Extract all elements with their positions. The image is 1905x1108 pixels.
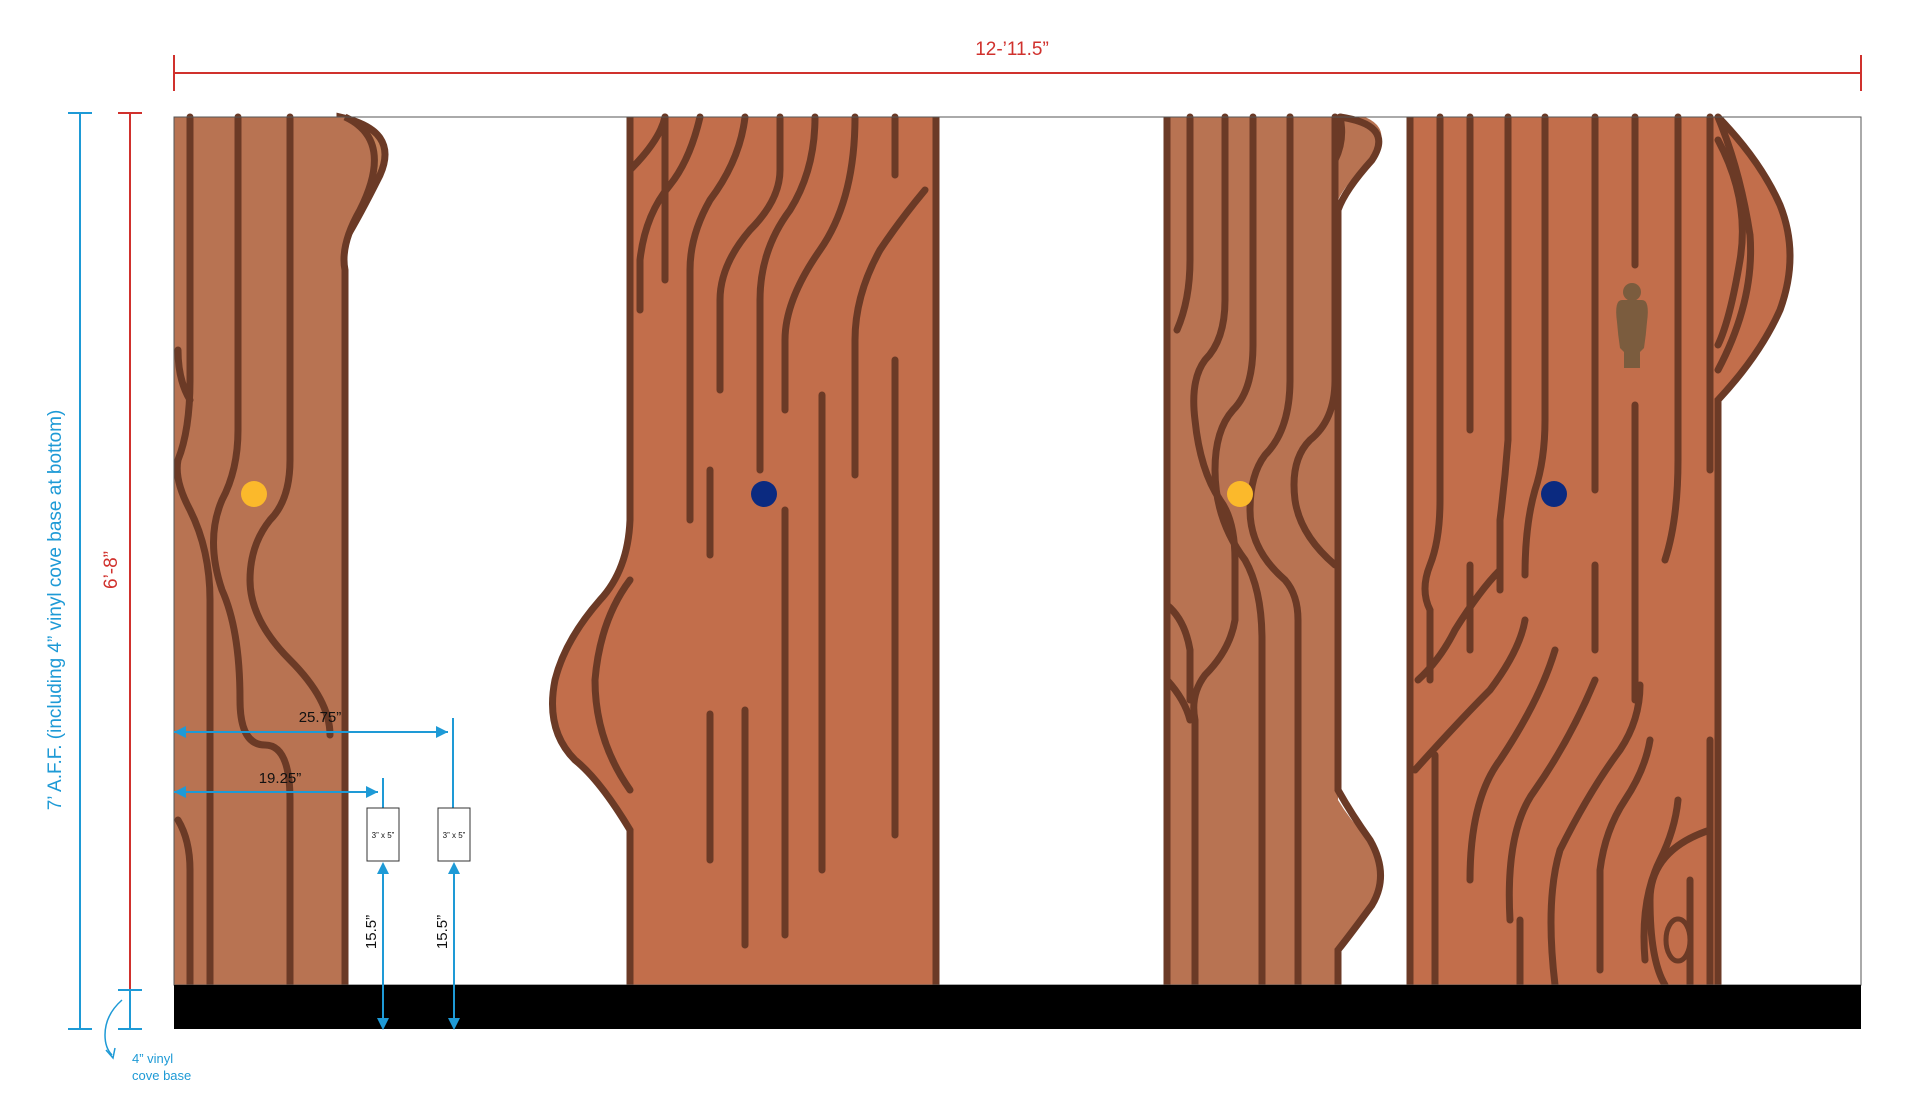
card-right-height-label: 15.5” [434,915,451,949]
card-right: 3” x 5” [437,807,471,862]
card-left-height-label: 15.5” [363,915,380,949]
panel-height-label: 6’-8” [101,551,122,589]
card-left: 3” x 5” [366,807,400,862]
overall-width-dimension: 12-’11.5” [173,36,1862,91]
card-left-height-dimension: 15.5” [362,862,389,1030]
offset-far-dimension: 25.75” [174,709,454,808]
tree-trunk-3 [1163,113,1384,989]
offset-near-dimension: 19.25” [174,770,384,808]
yellow-marker [1227,481,1253,507]
figure-icon [1616,283,1648,368]
trunk-2-body [552,117,936,985]
card-left-label: 3” x 5” [372,831,395,840]
card-right-height-dimension: 15.5” [433,862,460,1030]
cove-note-line1: 4” vinyl [132,1051,173,1066]
offset-far-label: 25.75” [299,709,342,726]
aff-height-dimension: 7’ A.F.F. (including 4” vinyl cove base … [45,112,92,1030]
knot-hole [1663,916,1693,964]
overall-width-label: 12-’11.5” [975,39,1049,60]
navy-marker [1541,481,1567,507]
offset-near-label: 19.25” [259,770,302,787]
tree-trunk-1 [173,112,389,989]
cove-note-arrow [104,999,123,1056]
yellow-marker [241,481,267,507]
panel-height-dimension: 6’-8” [98,112,142,991]
card-right-label: 3” x 5” [443,831,466,840]
navy-marker [751,481,777,507]
tree-trunk-4 [1406,113,1794,989]
trunk-3-body [1167,117,1382,985]
cove-base-dimension: 4” vinyl cove base [104,989,191,1083]
cove-base [174,985,1861,1029]
trunk-1-body [174,117,375,985]
cove-note-line2: cove base [132,1068,191,1083]
aff-height-label: 7’ A.F.F. (including 4” vinyl cove base … [45,410,66,811]
tree-trunk-2 [549,113,940,985]
